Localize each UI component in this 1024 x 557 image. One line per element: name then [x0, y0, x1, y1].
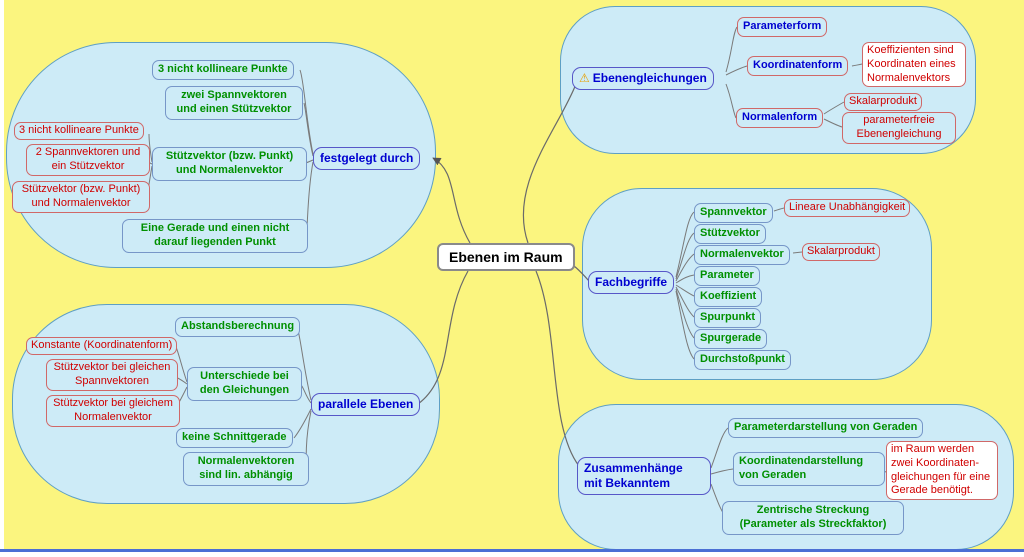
node-detail-stuetz-normal[interactable]: Stützvektor (bzw. Punkt) und Normalenvek… [12, 181, 150, 213]
node-konstante-koordinatenform[interactable]: Konstante (Koordinatenform) [26, 337, 178, 355]
branch-ebenengleichungen[interactable]: ⚠Ebenengleichungen [572, 67, 714, 90]
node-skalarprodukt-normalenform[interactable]: Skalarprodukt [844, 93, 922, 111]
branch-ebenengleichungen-label: Ebenengleichungen [592, 71, 707, 85]
node-koordinatendarstellung-geraden[interactable]: Koordinatendarstellung von Geraden [733, 452, 885, 486]
branch-zusammenhaenge[interactable]: Zusammenhänge mit Bekanntem [577, 457, 711, 495]
node-durchstosspunkt[interactable]: Durchstoßpunkt [694, 350, 791, 370]
window-border-bottom [0, 549, 1024, 552]
branch-festgelegt-durch[interactable]: festgelegt durch [313, 147, 421, 170]
window-edge-bottom [0, 552, 1024, 557]
node-parameterdarstellung-geraden[interactable]: Parameterdarstellung von Geraden [728, 418, 924, 438]
node-spannvektor[interactable]: Spannvektor [694, 203, 773, 223]
branch-fachbegriffe[interactable]: Fachbegriffe [588, 271, 675, 294]
node-stuetzvektor-gleiche-spannvektoren[interactable]: Stützvektor bei gleichen Spannvektoren [46, 359, 178, 391]
node-root[interactable]: Ebenen im Raum [437, 243, 575, 271]
node-normalenvektor[interactable]: Normalenvektor [694, 245, 790, 265]
window-edge-left [0, 0, 4, 557]
node-koordinatengleichungen-note[interactable]: im Raum werden zwei Koordinaten-gleichun… [886, 441, 998, 500]
node-detail-2-spannvektoren[interactable]: 2 Spannvektoren und ein Stützvektor [26, 144, 150, 176]
node-parameterform[interactable]: Parameterform [737, 17, 828, 37]
branch-parallele-ebenen[interactable]: parallele Ebenen [311, 393, 421, 416]
warning-icon: ⚠ [579, 71, 590, 85]
node-lineare-unabhaengigkeit[interactable]: Lineare Unabhängigkeit [784, 199, 911, 217]
node-normalenvektoren-abhaengig[interactable]: Normalenvektoren sind lin. abhängig [183, 452, 309, 486]
node-parameterfreie-ebenengleichung[interactable]: parameterfreie Ebenengleichung [842, 112, 956, 144]
node-zwei-spannvektoren-stuetzvektor[interactable]: zwei Spannvektoren und einen Stützvektor [165, 86, 303, 120]
node-stuetzvektor-gleicher-normalenvektor[interactable]: Stützvektor bei gleichem Normalenvektor [46, 395, 180, 427]
node-3-nicht-kollineare-punkte[interactable]: 3 nicht kollineare Punkte [152, 60, 294, 80]
node-skalarprodukt-fachbegriff[interactable]: Skalarprodukt [802, 243, 880, 261]
node-spurpunkt[interactable]: Spurpunkt [694, 308, 761, 328]
node-stuetzvektor-normalenvektor[interactable]: Stützvektor (bzw. Punkt) und Normalenvek… [152, 147, 307, 181]
node-zentrische-streckung[interactable]: Zentrische Streckung (Parameter als Stre… [722, 501, 904, 535]
node-parameter[interactable]: Parameter [694, 266, 760, 286]
node-gerade-und-punkt[interactable]: Eine Gerade und einen nicht darauf liege… [122, 219, 308, 253]
node-detail-3-punkte[interactable]: 3 nicht kollineare Punkte [14, 122, 144, 140]
node-stuetzvektor[interactable]: Stützvektor [694, 224, 766, 244]
node-keine-schnittgerade[interactable]: keine Schnittgerade [176, 428, 293, 448]
node-abstandsberechnung[interactable]: Abstandsberechnung [175, 317, 301, 337]
node-spurgerade[interactable]: Spurgerade [694, 329, 768, 349]
node-koordinatenform[interactable]: Koordinatenform [747, 56, 849, 76]
node-koeffizienten-note[interactable]: Koeffizienten sind Koordinaten eines Nor… [862, 42, 966, 88]
node-koeffizient[interactable]: Koeffizient [694, 287, 763, 307]
node-normalenform[interactable]: Normalenform [736, 108, 824, 128]
node-unterschiede-gleichungen[interactable]: Unterschiede bei den Gleichungen [187, 367, 302, 401]
